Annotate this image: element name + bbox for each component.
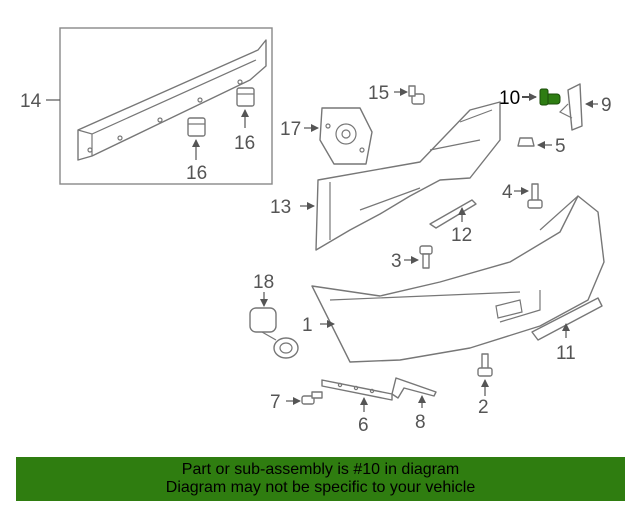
banner-line-2: Diagram may not be specific to your vehi… — [165, 479, 476, 496]
callout-8: 8 — [415, 412, 426, 433]
callout-1: 1 — [302, 315, 313, 336]
callout-2: 2 — [478, 397, 489, 418]
callout-10: 10 — [499, 88, 520, 109]
callout-7: 7 — [270, 392, 281, 413]
callout-11: 11 — [556, 343, 576, 364]
part-5-clip[interactable] — [517, 137, 535, 147]
callout-17: 17 — [280, 119, 301, 140]
inset-frame — [59, 27, 273, 185]
part-1-bumper-cover[interactable] — [311, 195, 605, 363]
callout-14: 14 — [20, 91, 42, 112]
callout-9: 9 — [601, 95, 612, 116]
part-16-pad-b[interactable] — [187, 117, 206, 137]
info-banner: Part or sub-assembly is #10 in diagram D… — [16, 457, 625, 501]
callout-12: 12 — [451, 225, 472, 246]
callout-15: 15 — [368, 83, 389, 104]
part-9-side-bracket[interactable] — [558, 83, 583, 131]
part-4-bolt[interactable] — [527, 183, 543, 209]
part-13-energy-absorber[interactable] — [315, 101, 501, 251]
part-16-pad-a[interactable] — [236, 87, 255, 107]
callout-4: 4 — [502, 182, 513, 203]
part-10-bolt-highlighted[interactable] — [539, 88, 561, 106]
part-18-parking-sensor[interactable] — [249, 307, 299, 359]
part-8-deflector[interactable] — [391, 377, 437, 399]
callout-13: 13 — [270, 197, 291, 218]
callout-16a: 16 — [234, 133, 255, 154]
banner-line-1: Part or sub-assembly is #10 in diagram — [181, 461, 460, 478]
part-6-bracket-rail[interactable] — [321, 379, 393, 401]
part-7-screw[interactable] — [301, 391, 323, 405]
callout-16b: 16 — [186, 163, 207, 184]
part-17-bracket[interactable] — [319, 107, 373, 165]
part-3-screw[interactable] — [419, 245, 433, 269]
part-12-bracket-strip[interactable] — [429, 199, 477, 229]
reinforcement-inset: 16 16 — [59, 27, 273, 185]
callout-18: 18 — [253, 272, 274, 293]
callout-5: 5 — [555, 136, 566, 157]
part-15-bolt[interactable] — [408, 85, 425, 105]
part-2-push-pin[interactable] — [477, 353, 493, 377]
part-11-reflector-strip[interactable] — [531, 297, 603, 341]
part-14-reinforcement-bar[interactable] — [77, 39, 267, 161]
callout-3: 3 — [391, 251, 402, 272]
callout-6: 6 — [358, 415, 369, 436]
